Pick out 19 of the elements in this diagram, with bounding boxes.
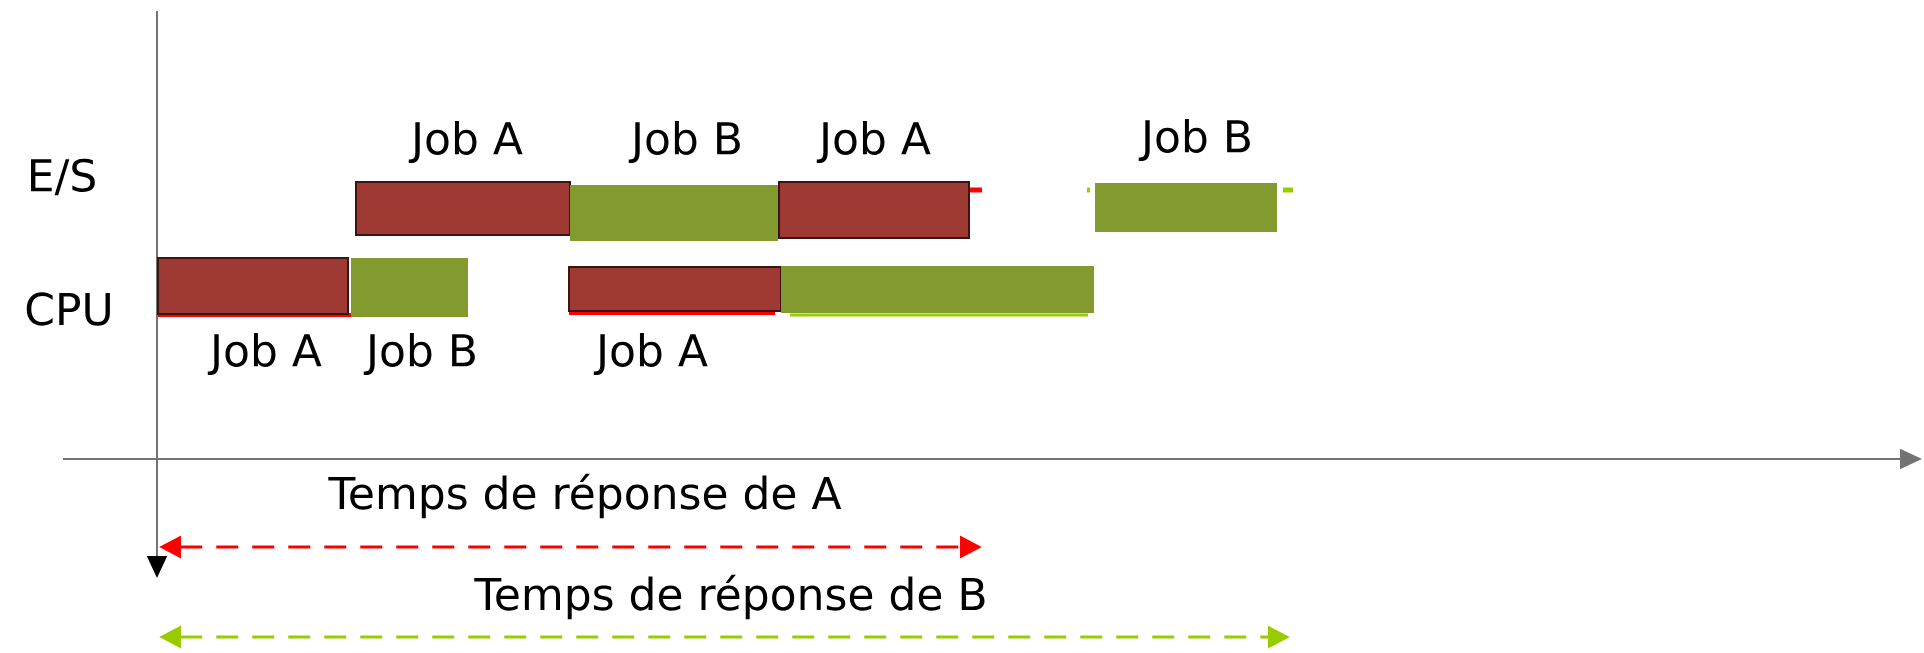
job-bar: Job A: [778, 120, 970, 239]
node-label: Job A: [408, 120, 523, 164]
node-label: Job A: [593, 332, 708, 376]
node-label: Job B: [628, 120, 740, 164]
node-label: Job A: [816, 120, 931, 164]
dimension-label: Temps de réponse de B: [474, 574, 985, 620]
job-bar: Job A: [568, 266, 782, 376]
job-bar: Job A: [355, 120, 571, 236]
node-label: Job A: [207, 332, 322, 376]
bar: [781, 266, 1094, 313]
job-bar: Job B: [1095, 118, 1277, 232]
job-bar: Job B: [570, 120, 778, 241]
row-label: E/S: [31, 158, 95, 196]
dimension-label: Temps de réponse de A: [328, 473, 842, 519]
row-label: CPU: [26, 292, 110, 326]
job-bar: Job A: [157, 257, 349, 376]
job-bar: Job B: [351, 258, 475, 376]
node-label: Job B: [1138, 118, 1250, 162]
node-label: Job B: [363, 332, 475, 376]
